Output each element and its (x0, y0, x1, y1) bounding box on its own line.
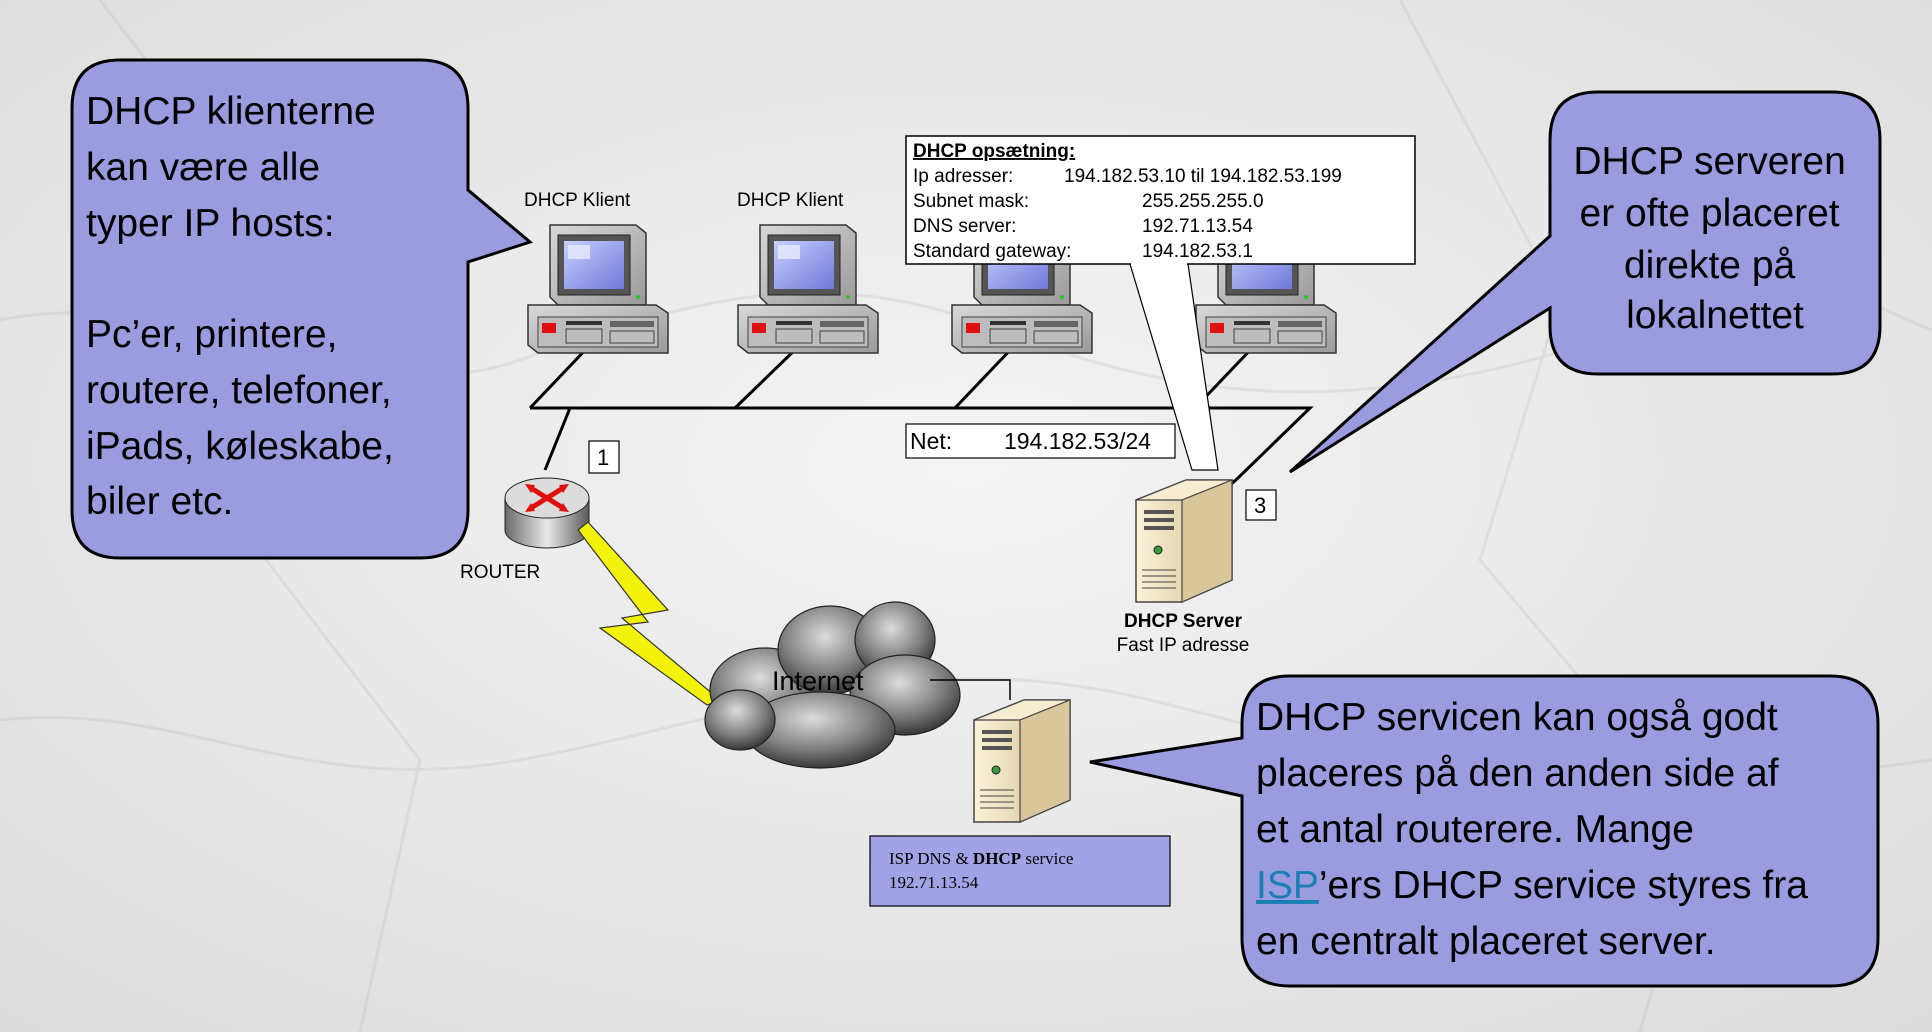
cloud-icon[interactable] (704, 601, 961, 769)
svg-text:1: 1 (597, 445, 609, 470)
client-label: DHCP Klient (737, 190, 844, 211)
marker-server: 3 (1245, 489, 1277, 521)
config-row-label: DNS server: (913, 216, 1016, 237)
router-icon[interactable] (504, 477, 590, 549)
callout-right-top: DHCP serveren er ofte placeret direkte p… (1288, 90, 1882, 474)
config-row-label: Standard gateway: (913, 241, 1071, 262)
callout-bottom-right-link-line: ISP’ers DHCP service styres fra (1256, 864, 1808, 907)
isp-line1: ISP DNS & DHCP service (889, 849, 1073, 868)
dhcp-config-box: DHCP opsætning: Ip adresser: 194.182.53.… (905, 135, 1416, 471)
config-row-value: 194.182.53.10 til 194.182.53.199 (1064, 166, 1342, 187)
router-to-bus-line (543, 407, 572, 471)
net-label: Net: (910, 428, 952, 454)
server-tower-icon[interactable] (1135, 479, 1233, 603)
internet-label: Internet (772, 666, 864, 696)
callout-left-text: DHCP klienterne kan være alle typer IP h… (86, 90, 405, 523)
dhcp-server-subtitle: Fast IP adresse (1117, 635, 1250, 656)
client1-drop-line (528, 343, 592, 410)
internet-to-isp-line (930, 679, 1011, 700)
net-value: 194.182.53/24 (1004, 428, 1151, 454)
lan-bus-line (530, 406, 1314, 480)
callout-bottom-right: DHCP servicen kan også godt placeres på … (1089, 674, 1880, 988)
isp-service-box: ISP DNS & DHCP service 192.71.13.54 (869, 835, 1171, 907)
config-title: DHCP opsætning: (913, 141, 1075, 162)
config-row-value: 255.255.255.0 (1142, 191, 1264, 212)
callout-left: DHCP klienterne kan være alle typer IP h… (70, 58, 534, 560)
config-row-label: Ip adresser: (913, 166, 1013, 187)
config-row-value: 194.182.53.1 (1142, 241, 1253, 262)
client2-drop-line (733, 343, 802, 410)
callout-bottom-right-final-line: en centralt placeret server. (1256, 920, 1716, 963)
client3-drop-line (953, 343, 1017, 410)
config-row-value: 192.71.13.54 (1142, 216, 1253, 237)
callout-right-top-text: DHCP serveren er ofte placeret direkte p… (1573, 140, 1856, 337)
server-tower-icon[interactable] (973, 699, 1071, 823)
marker-router: 1 (588, 440, 620, 474)
lightning-icon (577, 521, 722, 706)
config-row-label: Subnet mask: (913, 191, 1029, 212)
net-box: Net: 194.182.53/24 (905, 423, 1176, 459)
svg-text:3: 3 (1254, 493, 1266, 518)
router-label: ROUTER (460, 562, 540, 583)
isp-line2: 192.71.13.54 (889, 873, 979, 892)
isp-link[interactable]: ISP (1256, 864, 1319, 907)
client-label: DHCP Klient (524, 190, 631, 211)
dhcp-server-title: DHCP Server (1124, 611, 1243, 632)
callout-bottom-right-text: DHCP servicen kan også godt placeres på … (1256, 696, 1789, 851)
